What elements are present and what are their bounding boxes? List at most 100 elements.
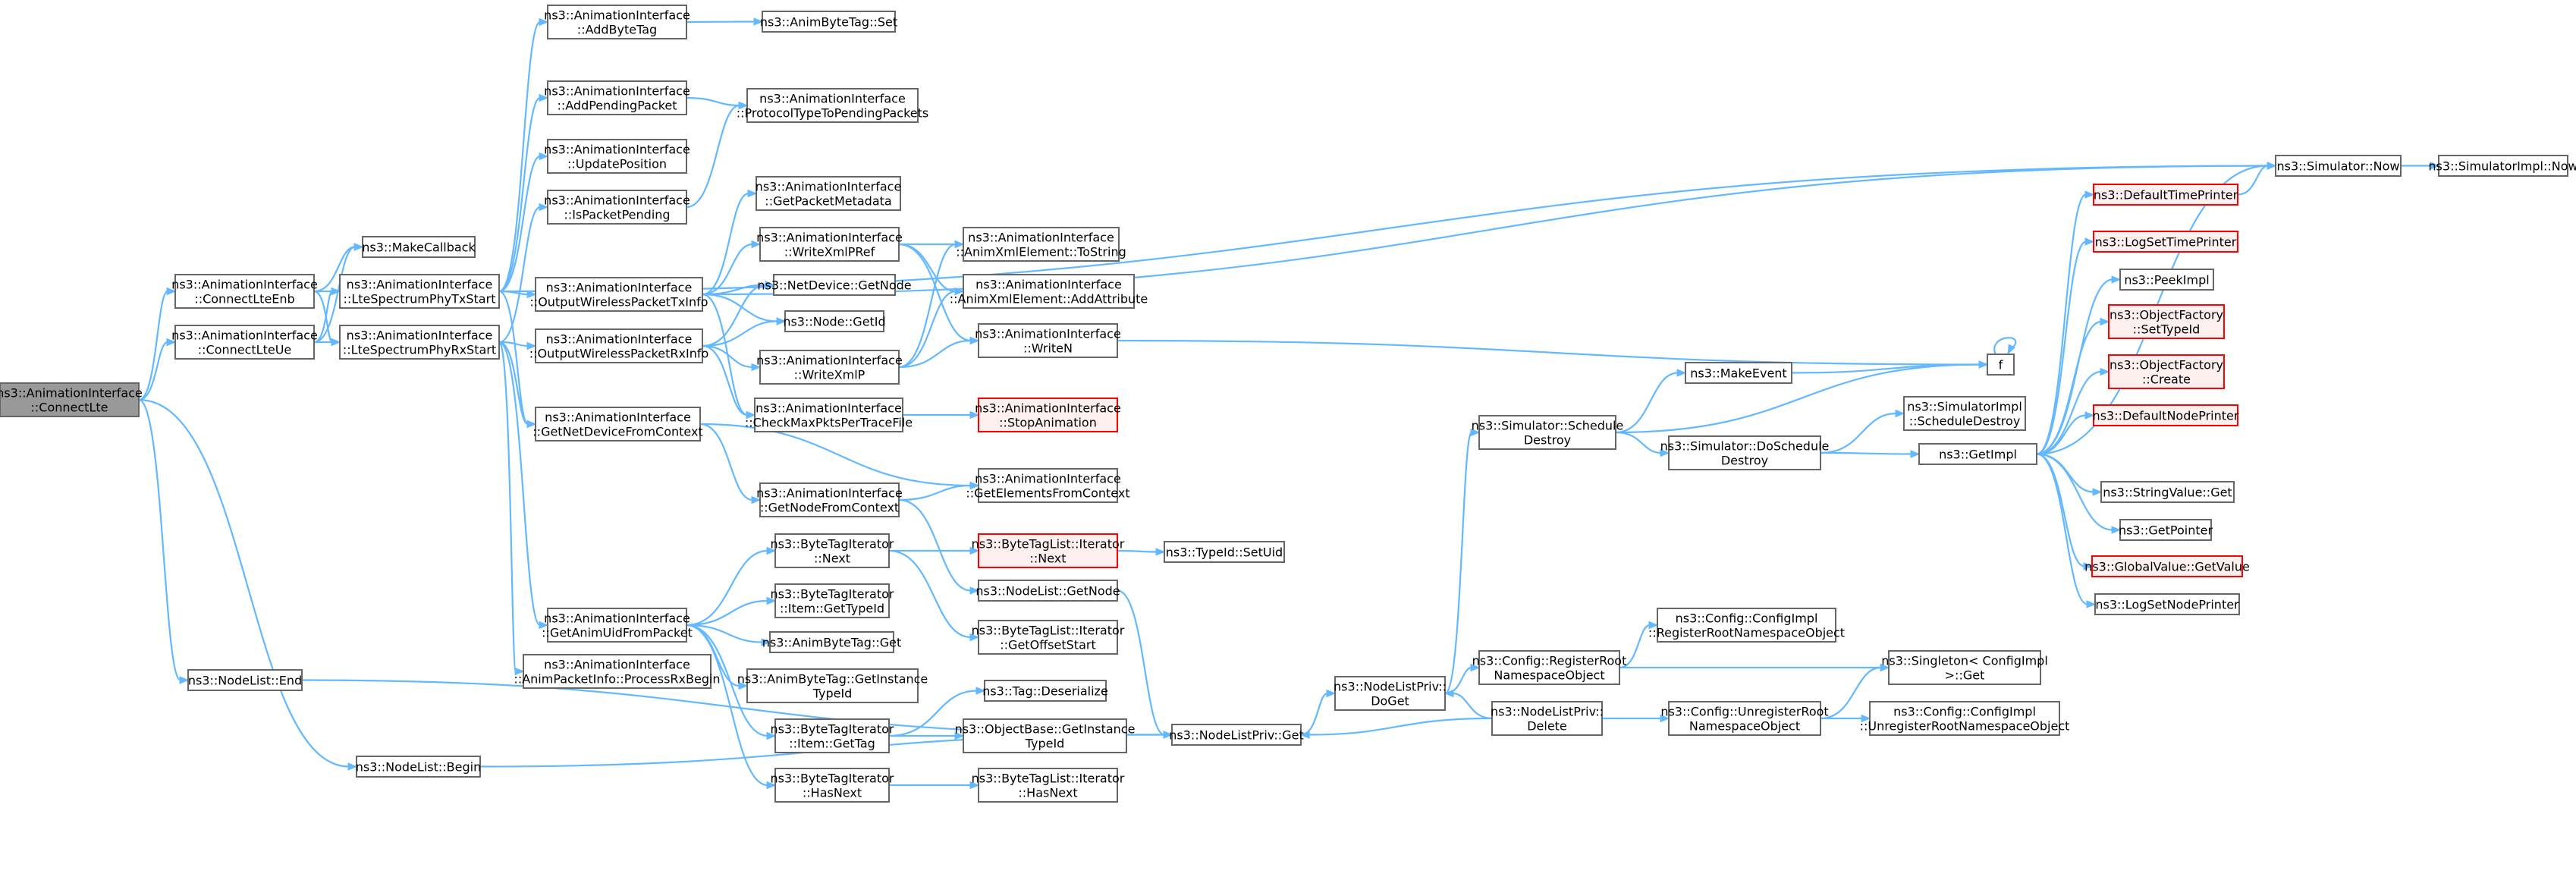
node-label-line: ns3::ObjectFactory	[2109, 308, 2223, 322]
node-xmlToString[interactable]: ns3::AnimationInterface::AnimXmlElement:…	[956, 227, 1126, 262]
node-registerRootNs[interactable]: ns3::Config::RegisterRootNamespaceObject	[1472, 650, 1627, 685]
node-updatePosition[interactable]: ns3::AnimationInterface::UpdatePosition	[544, 139, 690, 174]
node-label-line: ::GetNodeFromContext	[760, 501, 899, 515]
node-writeXmlP[interactable]: ns3::AnimationInterface::WriteXmlP	[756, 350, 903, 385]
node-getPacketMetadata[interactable]: ns3::AnimationInterface::GetPacketMetada…	[756, 176, 902, 211]
node-cfgImplUnregisterRoot[interactable]: ns3::Config::ConfigImpl::UnregisterRootN…	[1860, 701, 2070, 736]
node-singletonGet[interactable]: ns3::Singleton< ConfigImpl >::Get	[1881, 650, 2048, 685]
node-btlIterNext[interactable]: ns3::ByteTagList::Iterator::Next	[972, 533, 1125, 568]
node-logSetNodePrinter[interactable]: ns3::LogSetNodePrinter	[2094, 593, 2240, 615]
node-typeIdSetUid[interactable]: ns3::TypeId::SetUid	[1164, 541, 1285, 563]
edge-lteTxStart-to-addByteTag-arrowhead	[539, 17, 549, 27]
edge-lteRxStart-to-getAnimUid-arrowhead	[539, 621, 549, 630]
node-nodeListEnd[interactable]: ns3::NodeList::End	[187, 669, 303, 691]
node-outWirelessRx[interactable]: ns3::AnimationInterface::OutputWirelessP…	[529, 328, 709, 363]
node-label-line: ::Create	[2142, 372, 2191, 387]
edge-outWirelessRx-to-nodeGetId-arrowhead	[776, 317, 787, 325]
node-simImplNow[interactable]: ns3::SimulatorImpl::Now	[2428, 155, 2576, 177]
node-box	[1478, 415, 1616, 450]
node-simImplScheduleDestroy[interactable]: ns3::SimulatorImpl::ScheduleDestroy	[1903, 396, 2026, 431]
node-animByteTagSet[interactable]: ns3::AnimByteTag::Set	[760, 11, 897, 33]
node-label-line: ::Item::GetTag	[789, 737, 875, 751]
node-nodeListBegin[interactable]: ns3::NodeList::Begin	[356, 756, 482, 778]
node-label-line: ns3::LogSetNodePrinter	[2095, 598, 2239, 612]
node-writeXmlPRef[interactable]: ns3::AnimationInterface::WriteXmlPRef	[756, 227, 903, 262]
node-stopAnimation[interactable]: ns3::AnimationInterface::StopAnimation	[975, 398, 1121, 432]
node-btiItemGetTypeId[interactable]: ns3::ByteTagIterator::Item::GetTypeId	[771, 583, 894, 618]
node-makeCallback[interactable]: ns3::MakeCallback	[362, 236, 476, 258]
edge-lteRxStart-to-processRxBegin	[498, 341, 517, 673]
node-label-line: ::HasNext	[803, 786, 862, 800]
node-objFactorySetTypeId[interactable]: ns3::ObjectFactory::SetTypeId	[2108, 304, 2225, 339]
node-label-line: ::ConnectLteEnb	[194, 292, 294, 306]
edge-getAnimUid-to-btiItemGetTypeId-arrowhead	[766, 596, 777, 605]
node-addPendingPacket[interactable]: ns3::AnimationInterface::AddPendingPacke…	[544, 80, 690, 115]
node-logSetTimePrinter[interactable]: ns3::LogSetTimePrinter	[2093, 231, 2238, 253]
node-makeEvent[interactable]: ns3::MakeEvent	[1685, 362, 1792, 384]
node-label-line: ns3::SimulatorImpl::Now	[2428, 159, 2576, 174]
node-defaultNodePrinter[interactable]: ns3::DefaultNodePrinter	[2093, 404, 2239, 426]
node-label-line: NamespaceObject	[1494, 668, 1604, 683]
node-lteTxStart[interactable]: ns3::AnimationInterface::LteSpectrumPhyT…	[339, 274, 500, 309]
node-btlIterHasNext[interactable]: ns3::ByteTagList::Iterator::HasNext	[972, 768, 1125, 803]
node-netDeviceGetNode[interactable]: ns3::NetDevice::GetNode	[757, 274, 912, 296]
node-connectLteEnb[interactable]: ns3::AnimationInterface::ConnectLteEnb	[171, 274, 318, 309]
node-lteRxStart[interactable]: ns3::AnimationInterface::LteSpectrumPhyR…	[339, 325, 500, 360]
node-nodeGetId[interactable]: ns3::Node::GetId	[783, 310, 886, 332]
node-getElementsFromCtx[interactable]: ns3::AnimationInterface::GetElementsFrom…	[966, 468, 1130, 503]
node-label-line: ns3::MakeCallback	[362, 240, 476, 255]
node-btlGetOffsetStart[interactable]: ns3::ByteTagList::Iterator::GetOffsetSta…	[972, 620, 1125, 655]
node-getNodeFromCtx[interactable]: ns3::AnimationInterface::GetNodeFromCont…	[756, 482, 903, 517]
node-btiItemGetTag[interactable]: ns3::ByteTagIterator::Item::GetTag	[771, 718, 894, 753]
node-connectLteUe[interactable]: ns3::AnimationInterface::ConnectLteUe	[171, 325, 318, 360]
node-xmlAddAttr[interactable]: ns3::AnimationInterface::AnimXmlElement:…	[950, 274, 1148, 309]
node-defaultTimePrinter[interactable]: ns3::DefaultTimePrinter	[2093, 184, 2238, 206]
node-checkMaxPkts[interactable]: ns3::AnimationInterface::CheckMaxPktsPer…	[745, 398, 913, 432]
node-getAnimUid[interactable]: ns3::AnimationInterface::GetAnimUidFromP…	[542, 608, 693, 643]
node-writeN[interactable]: ns3::AnimationInterface::WriteN	[975, 323, 1121, 358]
node-processRxBegin[interactable]: ns3::AnimationInterface::AnimPacketInfo:…	[514, 654, 721, 689]
node-tagDeserialize[interactable]: ns3::Tag::Deserialize	[982, 680, 1108, 702]
node-btiHasNext[interactable]: ns3::ByteTagIterator::HasNext	[771, 768, 894, 803]
node-nodeListGetNode[interactable]: ns3::NodeList::GetNode	[975, 580, 1120, 602]
node-isPacketPending[interactable]: ns3::AnimationInterface::IsPacketPending	[544, 190, 690, 225]
node-label-line: ns3::StringValue::Get	[2103, 486, 2232, 500]
node-cfgImplRegisterRoot[interactable]: ns3::Config::ConfigImpl::RegisterRootNam…	[1648, 608, 1845, 643]
node-simScheduleDestroy[interactable]: ns3::Simulator::ScheduleDestroy	[1472, 415, 1624, 450]
node-peekImpl[interactable]: ns3::PeekImpl	[2119, 269, 2214, 291]
node-protoTypeToPending[interactable]: ns3::AnimationInterface::ProtocolTypeToP…	[737, 88, 929, 123]
edge-outWirelessRx-to-checkMaxPkts-arrowhead	[746, 410, 756, 420]
node-getPointer[interactable]: ns3::GetPointer	[2119, 519, 2213, 541]
node-btiNext[interactable]: ns3::ByteTagIterator::Next	[771, 533, 894, 568]
edge-nodeListPrivGet-to-nodeListPrivDoGet-arrowhead	[1326, 689, 1337, 698]
edge-outWirelessTx-to-checkMaxPkts	[702, 293, 748, 416]
edge-lteRxStart-to-isPacketPending-arrowhead	[539, 203, 549, 212]
node-nodeListPrivGet[interactable]: ns3::NodeListPriv::Get	[1169, 724, 1304, 746]
node-label-line: ::CheckMaxPktsPerTraceFile	[745, 416, 913, 430]
node-getNetDevFromCtx[interactable]: ns3::AnimationInterface::GetNetDeviceFro…	[532, 407, 703, 442]
node-outWirelessTx[interactable]: ns3::AnimationInterface::OutputWirelessP…	[529, 277, 708, 312]
node-globalValueGetValue[interactable]: ns3::GlobalValue::GetValue	[2084, 555, 2250, 577]
edge-getImpl-to-peekImpl-arrowhead	[2111, 275, 2122, 284]
node-addByteTag[interactable]: ns3::AnimationInterface::AddByteTag	[544, 5, 690, 39]
edge-fNode-to-fNode	[1993, 337, 2017, 355]
edge-checkMaxPkts-to-stopAnimation-arrowhead	[969, 410, 980, 420]
node-unregisterRootNs[interactable]: ns3::Config::UnregisterRootNamespaceObje…	[1660, 701, 1829, 736]
node-nodeListPrivDelete[interactable]: ns3::NodeListPriv::Delete	[1491, 701, 1604, 736]
node-connectLte[interactable]: ns3::AnimationInterface::ConnectLte	[0, 382, 143, 417]
node-simulatorNow[interactable]: ns3::Simulator::Now	[2275, 155, 2402, 177]
node-label-line: Delete	[1527, 719, 1567, 734]
node-animByteTagGet[interactable]: ns3::AnimByteTag::Get	[762, 631, 902, 653]
node-objFactoryCreate[interactable]: ns3::ObjectFactory::Create	[2108, 354, 2225, 389]
node-fNode[interactable]: f	[1987, 354, 2015, 376]
edge-nodeListPrivDelete-to-nodeListPrivGet	[1308, 717, 1493, 736]
edge-btiNext-to-btlGetOffsetStart-arrowhead	[969, 633, 980, 642]
node-label-line: ns3::AnimationInterface	[171, 278, 318, 292]
node-getImpl[interactable]: ns3::GetImpl	[1918, 443, 2037, 465]
edge-writeN-to-fNode	[1117, 339, 1981, 366]
node-nodeListPrivDoGet[interactable]: ns3::NodeListPriv::DoGet	[1334, 676, 1447, 711]
node-stringValueGet[interactable]: ns3::StringValue::Get	[2100, 481, 2235, 503]
